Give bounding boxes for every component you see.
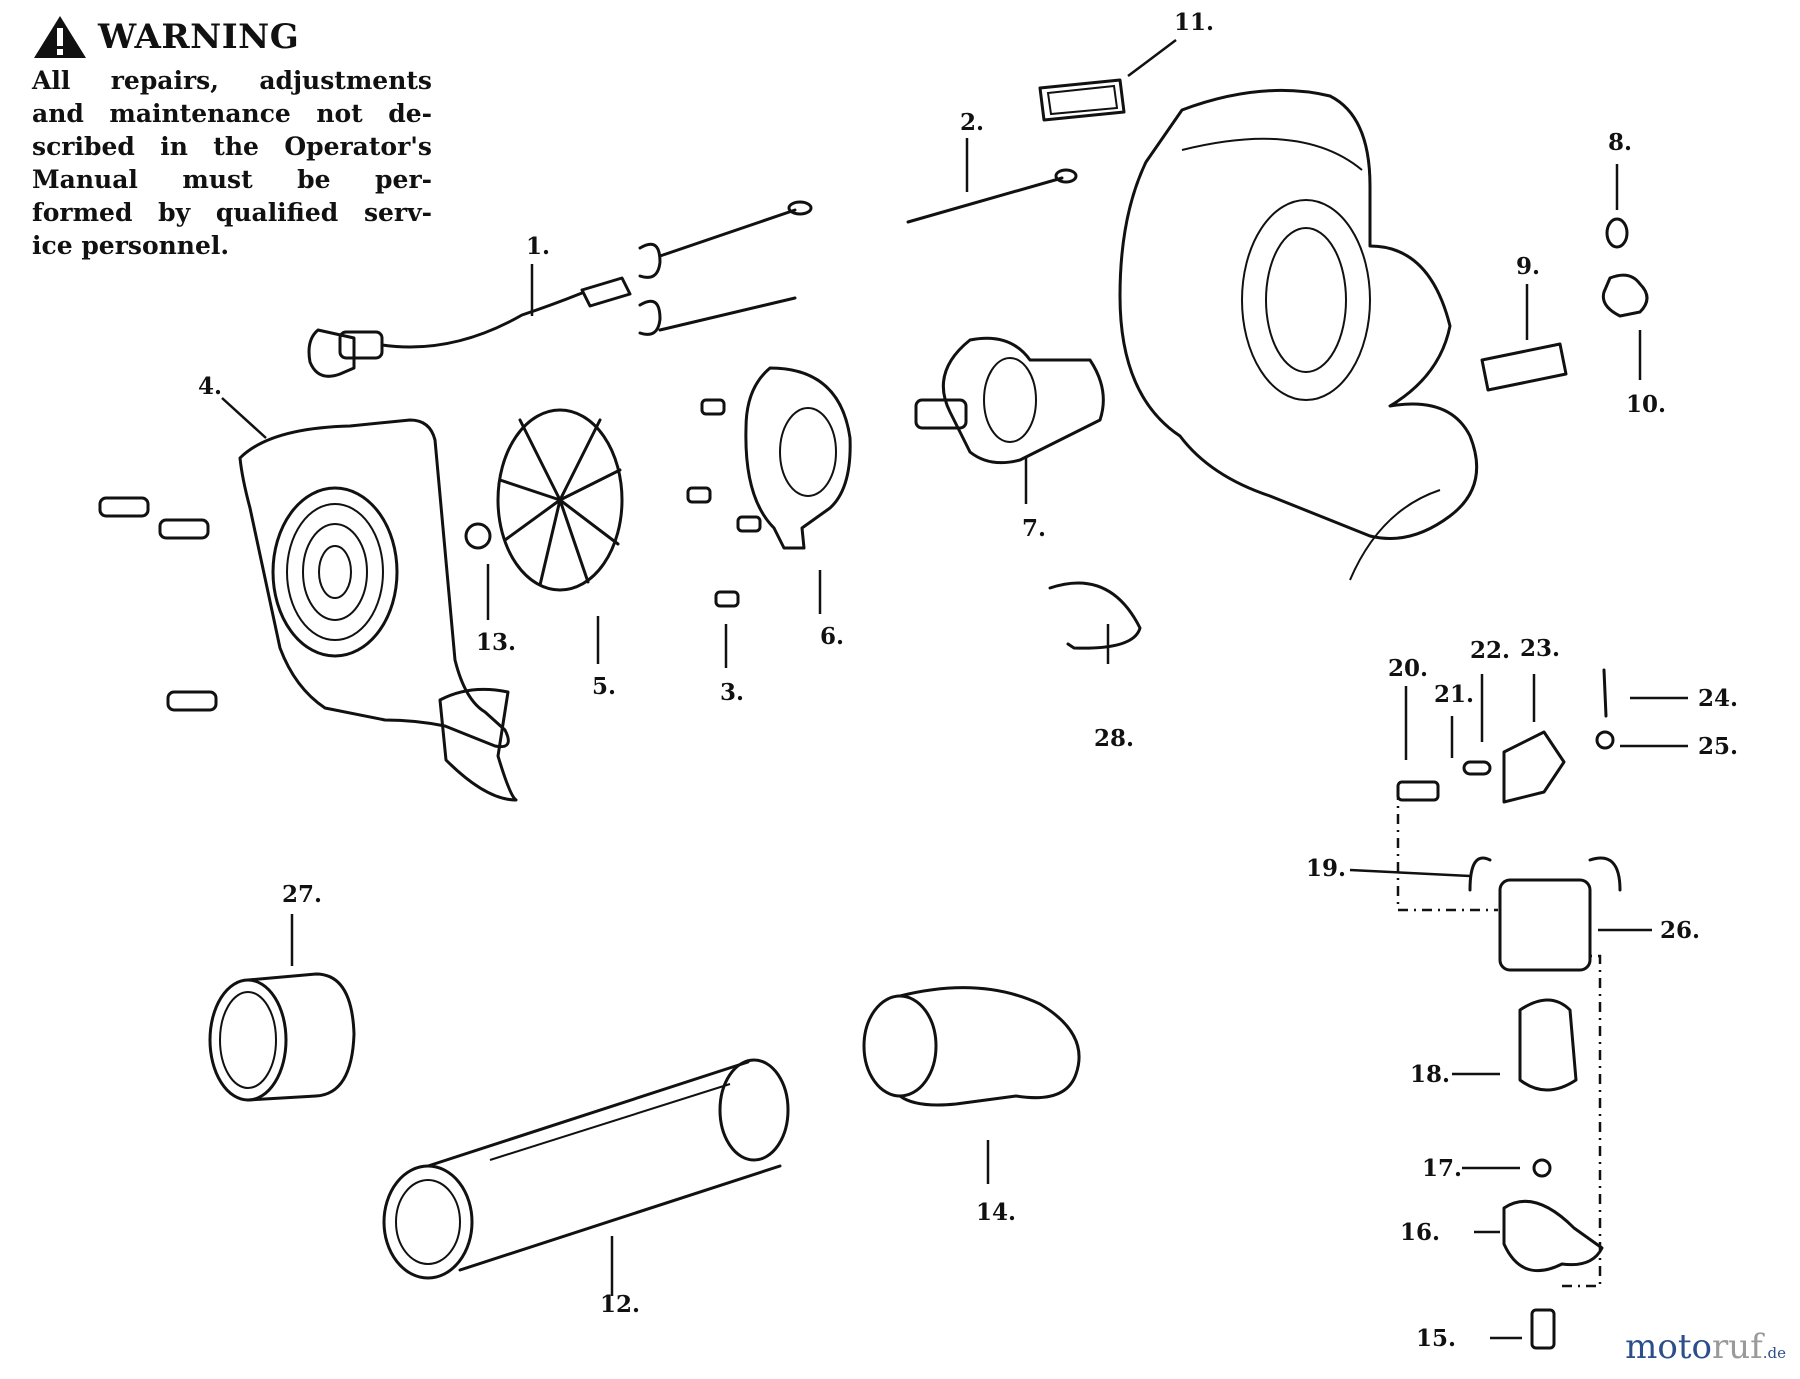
part-labels: 1. 2. 3. 4. 5. 6. 7. 8. 9. 10. 11. 12. 1… [198, 9, 1738, 1352]
part-label: 19. [1306, 855, 1346, 882]
part-4-front-housing [238, 418, 518, 802]
part-label: 26. [1660, 917, 1700, 944]
warning-line: formed by qualified serv- [32, 198, 432, 227]
part-label: 9. [1516, 253, 1540, 280]
part-1-power-cord [307, 200, 813, 378]
part-label: 28. [1094, 725, 1134, 752]
part-label: 24. [1698, 685, 1738, 712]
part-label: 1. [526, 233, 550, 260]
part-label: 10. [1626, 391, 1666, 418]
part-label: 8. [1608, 129, 1632, 156]
part-13-nut [464, 522, 492, 550]
part-label: 17. [1422, 1155, 1462, 1182]
part-14-elbow [862, 986, 1081, 1107]
watermark-logo: motoruf.de [1625, 1327, 1786, 1367]
part-2-strap [906, 168, 1078, 224]
rear-housing [1118, 88, 1479, 581]
part-label: 18. [1410, 1061, 1450, 1088]
part-label: 12. [600, 1291, 640, 1318]
warning-line: scribed in the Operator's [32, 132, 432, 161]
part-label: 5. [592, 673, 616, 700]
part-label: 11. [1174, 9, 1214, 36]
part-label: 16. [1400, 1219, 1440, 1246]
part-label: 21. [1434, 681, 1474, 708]
part-10-knob [1601, 273, 1649, 318]
warning-notice: WARNING All repairs, adjustments and mai… [32, 14, 432, 262]
part-label: 27. [282, 881, 322, 908]
warning-text: All repairs, adjustments and maintenance… [32, 64, 432, 262]
part-28-clip [1048, 581, 1142, 650]
screws [98, 398, 762, 712]
part-8-ring [1605, 217, 1629, 249]
part-label: 22. [1470, 637, 1510, 664]
part-27-sleeve [208, 972, 356, 1102]
part-label: 4. [198, 373, 222, 400]
part-7-motor [914, 336, 1105, 465]
label-arrows [221, 39, 1688, 1340]
warning-line: All repairs, adjustments [32, 66, 432, 95]
part-label: 14. [976, 1199, 1016, 1226]
warning-line: Manual must be per- [32, 165, 432, 194]
part-9-decal [1480, 342, 1568, 392]
part-label: 6. [820, 623, 844, 650]
part-5-fan-impeller [496, 408, 624, 592]
part-label: 15. [1416, 1325, 1456, 1352]
part-11-decal [1038, 78, 1126, 122]
warning-line: and maintenance not de- [32, 99, 432, 128]
part-label: 2. [960, 109, 984, 136]
warning-line: ice personnel. [32, 231, 230, 260]
part-label: 20. [1388, 655, 1428, 682]
part-label: 13. [476, 629, 516, 656]
warning-triangle-icon [34, 16, 86, 58]
part-6-bracket-plate [744, 366, 852, 550]
switch-assembly [1396, 668, 1622, 1350]
part-label: 3. [720, 679, 744, 706]
part-label: 25. [1698, 733, 1738, 760]
part-label: 7. [1022, 515, 1046, 542]
part-label: 23. [1520, 635, 1560, 662]
part-12-tube [382, 1058, 790, 1280]
warning-title: WARNING [98, 17, 300, 57]
